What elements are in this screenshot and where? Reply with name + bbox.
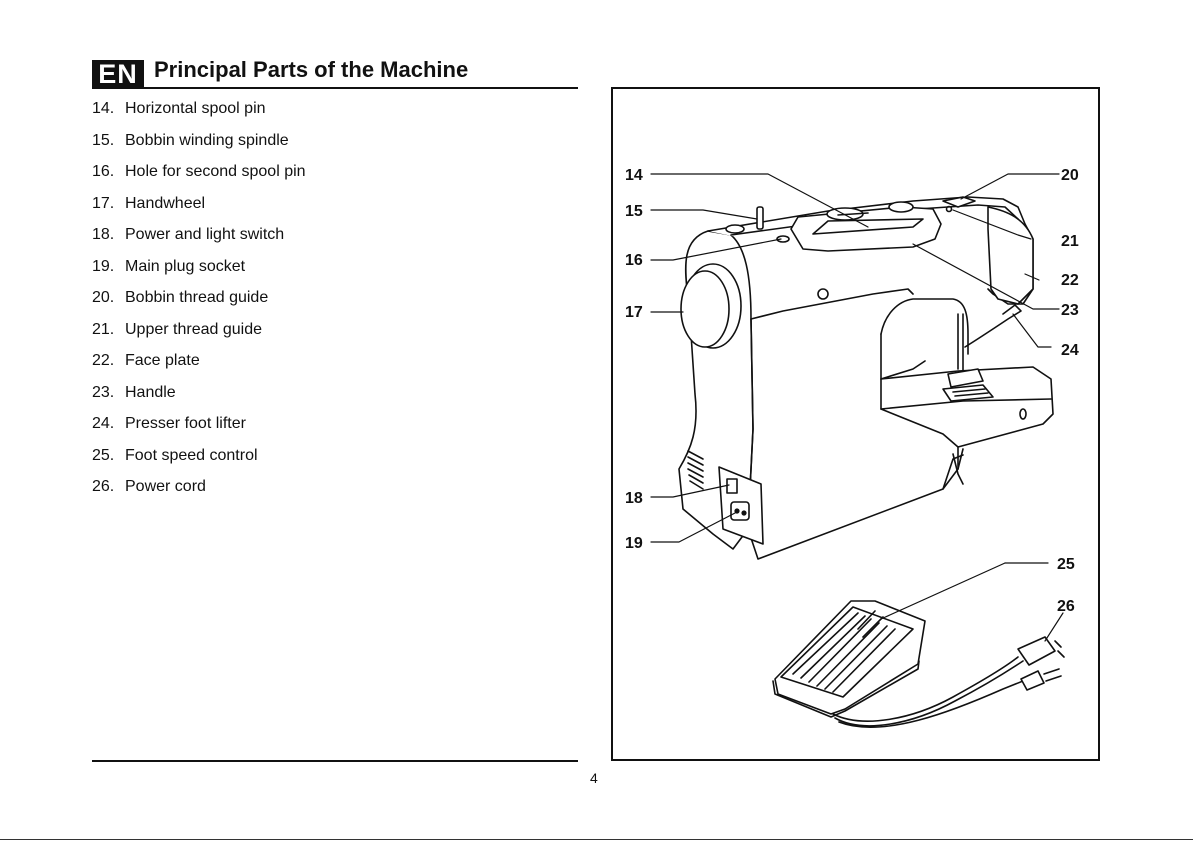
page-header: EN Principal Parts of the Machine bbox=[92, 57, 578, 89]
callout-label: 17 bbox=[625, 304, 643, 321]
list-item: 23. Handle bbox=[92, 382, 306, 414]
part-label: Face plate bbox=[125, 352, 200, 369]
part-number: 26. bbox=[92, 478, 115, 495]
leader-21 bbox=[952, 209, 1032, 240]
callout-label: 22 bbox=[1061, 272, 1079, 289]
machine-diagram-frame: 14 15 16 17 18 19 20 21 22 23 24 25 26 bbox=[611, 87, 1100, 761]
part-number: 16. bbox=[92, 163, 115, 180]
leader-lines bbox=[650, 173, 1064, 642]
list-item: 17. Handwheel bbox=[92, 193, 306, 225]
part-number: 23. bbox=[92, 383, 115, 401]
callout-label: 18 bbox=[625, 490, 643, 507]
part-label: Handle bbox=[125, 383, 176, 401]
leader-22 bbox=[1024, 273, 1040, 281]
part-number: 22. bbox=[92, 352, 115, 369]
list-item: 16. Hole for second spool pin bbox=[92, 161, 306, 193]
leader-19 bbox=[650, 512, 736, 543]
leader-20 bbox=[960, 173, 1060, 200]
leader-26 bbox=[1044, 612, 1064, 642]
language-badge: EN bbox=[92, 60, 144, 89]
leader-25 bbox=[880, 562, 1006, 620]
callout-label: 19 bbox=[625, 535, 643, 552]
list-item: 19. Main plug socket bbox=[92, 256, 306, 288]
part-label: Presser foot lifter bbox=[125, 415, 246, 432]
list-item: 18. Power and light switch bbox=[92, 224, 306, 256]
list-item: 21. Upper thread guide bbox=[92, 319, 306, 351]
sewing-machine-drawing bbox=[678, 196, 1054, 560]
part-number: 14. bbox=[92, 100, 115, 117]
list-item: 24. Presser foot lifter bbox=[92, 413, 306, 445]
leader-24 bbox=[1012, 313, 1052, 348]
callout-label: 14 bbox=[625, 167, 643, 184]
list-item: 22. Face plate bbox=[92, 350, 306, 382]
page-number: 4 bbox=[590, 770, 598, 786]
list-item: 15. Bobbin winding spindle bbox=[92, 130, 306, 162]
callout-label: 26 bbox=[1057, 598, 1075, 615]
callout-label: 25 bbox=[1057, 556, 1075, 573]
leader-16 bbox=[650, 238, 782, 261]
list-item: 26. Power cord bbox=[92, 476, 306, 508]
part-label: Horizontal spool pin bbox=[125, 100, 266, 117]
part-label: Upper thread guide bbox=[125, 320, 262, 338]
part-label: Main plug socket bbox=[125, 257, 246, 275]
sewing-machine-illustration: 14 15 16 17 18 19 20 21 22 23 24 25 26 bbox=[625, 167, 1079, 729]
callout-label: 21 bbox=[1061, 233, 1079, 250]
part-number: 20. bbox=[92, 289, 115, 306]
leader-23 bbox=[912, 243, 1060, 310]
callout-label: 20 bbox=[1061, 167, 1079, 184]
callout-label: 24 bbox=[1061, 342, 1079, 359]
part-number: 18. bbox=[92, 226, 115, 243]
page-title: Principal Parts of the Machine bbox=[154, 57, 469, 82]
part-label: Handwheel bbox=[125, 194, 206, 212]
list-item: 14. Horizontal spool pin bbox=[92, 98, 306, 130]
part-number: 25. bbox=[92, 446, 115, 464]
leader-18 bbox=[650, 484, 730, 498]
part-number: 15. bbox=[92, 131, 115, 149]
callout-label: 23 bbox=[1061, 302, 1079, 319]
part-label: Bobbin thread guide bbox=[125, 289, 269, 306]
part-label: Power and light switch bbox=[125, 226, 285, 243]
list-item: 25. Foot speed control bbox=[92, 445, 306, 477]
part-label: Bobbin winding spindle bbox=[125, 131, 289, 149]
leader-15 bbox=[650, 209, 758, 220]
part-label: Foot speed control bbox=[125, 446, 258, 464]
callout-labels: 14 15 16 17 18 19 20 21 22 23 24 25 26 bbox=[625, 167, 1079, 615]
callout-label: 15 bbox=[625, 203, 643, 220]
part-label: Power cord bbox=[125, 478, 206, 495]
part-number: 17. bbox=[92, 194, 115, 212]
bottom-rule bbox=[92, 760, 578, 762]
foot-pedal-drawing bbox=[772, 600, 1065, 729]
header-rule bbox=[92, 87, 578, 89]
page-bottom-edge bbox=[0, 839, 1193, 840]
parts-list: 14. Horizontal spool pin 15. Bobbin windin… bbox=[92, 98, 306, 508]
leader-14 bbox=[650, 173, 869, 228]
part-number: 19. bbox=[92, 257, 115, 275]
part-number: 24. bbox=[92, 415, 115, 432]
part-label: Hole for second spool pin bbox=[125, 163, 306, 180]
list-item: 20. Bobbin thread guide bbox=[92, 287, 306, 319]
callout-label: 16 bbox=[625, 252, 643, 269]
part-number: 21. bbox=[92, 320, 115, 338]
